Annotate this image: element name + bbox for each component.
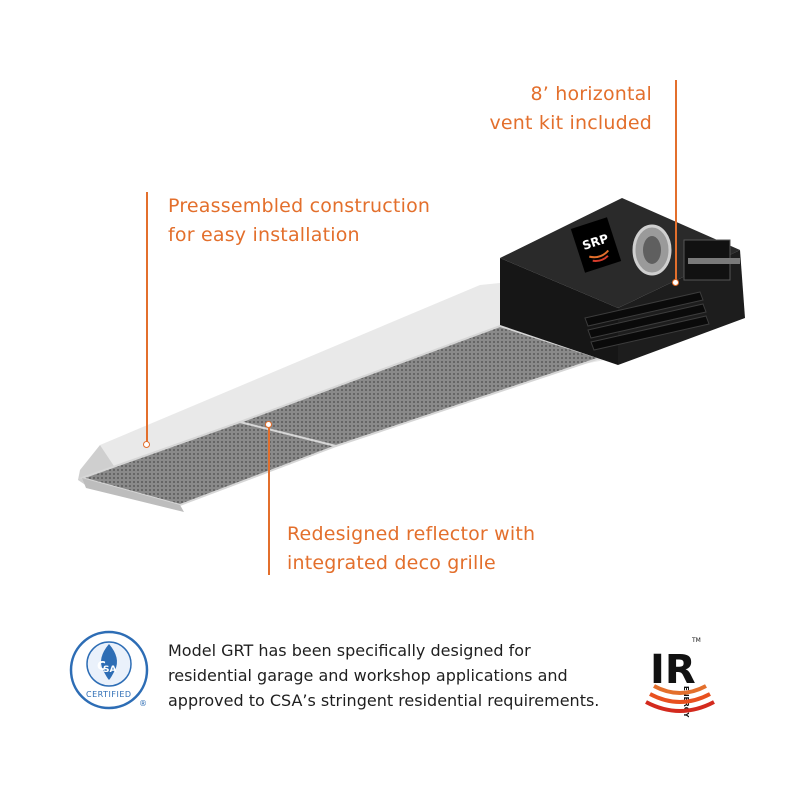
vent-callout-dot [672, 279, 679, 286]
burner-vents [584, 291, 710, 351]
reflector-callout: Redesigned reflector with integrated dec… [287, 520, 535, 578]
preassembled-callout-line1: Preassembled construction [168, 195, 431, 217]
model-description: Model GRT has been specifically designed… [168, 638, 638, 713]
reflector-callout-line [268, 425, 270, 575]
vent-kit-callout-line2: vent kit included [489, 112, 652, 134]
preassembled-callout-line [146, 192, 148, 444]
reflector-callout-line1: Redesigned reflector with [287, 523, 536, 545]
burner-box-front [500, 258, 618, 365]
burner-box-top [500, 198, 740, 308]
description-line1: Model GRT has been specifically designed… [168, 641, 531, 660]
vent-kit-callout-line1: 8’ horizontal [530, 83, 652, 105]
description-line2: residential garage and workshop applicat… [168, 666, 568, 685]
reflector-callout-dot [265, 421, 272, 428]
preassembled-callout-line2: for easy installation [168, 224, 360, 246]
preassembled-callout-dot [143, 441, 150, 448]
description-line3: approved to CSA’s stringent residential … [168, 691, 600, 710]
vent-callout-line [675, 80, 677, 282]
preassembled-callout: Preassembled construction for easy insta… [168, 192, 430, 250]
reflector-callout-line2: integrated deco grille [287, 552, 496, 574]
reflector-endcap [82, 478, 184, 512]
srp-logo-badge [570, 217, 622, 273]
vent-kit-callout: 8’ horizontal vent kit included [489, 80, 652, 138]
